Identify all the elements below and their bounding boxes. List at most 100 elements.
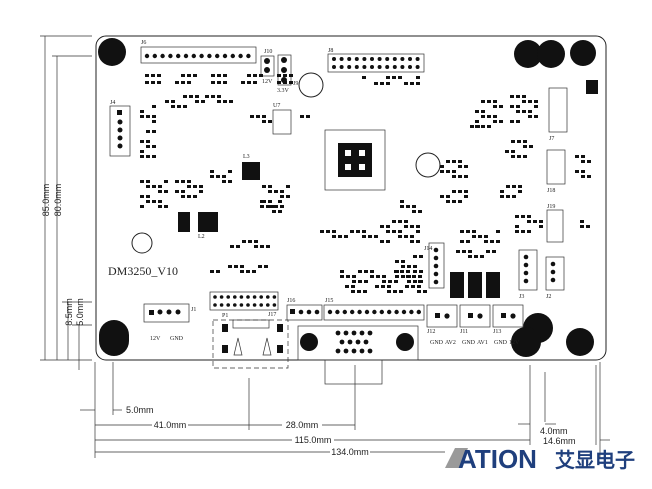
smd-pad — [152, 155, 156, 158]
smd-pad — [217, 81, 221, 84]
smd-pad — [398, 220, 402, 223]
smd-pad — [510, 120, 514, 123]
svg-text:L3: L3 — [243, 154, 250, 160]
smd-pad — [380, 82, 384, 85]
connector-j13: J13 GND 12V — [492, 304, 524, 346]
smd-pad — [528, 115, 532, 118]
svg-text:J6: J6 — [141, 40, 146, 46]
smd-pad — [254, 245, 258, 248]
connector-j11: J11 GND AV1 — [459, 304, 491, 346]
smd-pad — [280, 195, 284, 198]
smd-pad — [247, 81, 251, 84]
svg-text:134.0mm: 134.0mm — [331, 447, 369, 457]
pin — [370, 57, 374, 61]
smd-pad — [487, 125, 491, 128]
smd-pad — [262, 115, 266, 118]
smd-pad — [521, 215, 525, 218]
crystal — [415, 152, 441, 178]
vga-connector — [297, 325, 419, 385]
smd-pad — [223, 81, 227, 84]
svg-text:AV2: AV2 — [445, 340, 456, 346]
smd-pad — [490, 240, 494, 243]
smd-pad — [423, 290, 427, 293]
smd-pad — [228, 180, 232, 183]
smd-pad — [468, 255, 472, 258]
smd-pad — [216, 175, 220, 178]
smd-pad — [386, 82, 390, 85]
connector-j2: J2 — [545, 256, 565, 300]
pin — [207, 53, 212, 59]
smd-pad — [362, 235, 366, 238]
pin — [385, 57, 390, 61]
smd-pad — [181, 195, 185, 198]
smd-pad — [475, 110, 479, 113]
pin — [372, 309, 377, 315]
smd-pad — [146, 180, 150, 183]
pin — [401, 309, 407, 315]
svg-text:80.0mm: 80.0mm — [53, 184, 63, 217]
pin — [347, 57, 352, 61]
smd-pad — [575, 170, 579, 173]
smd-pad — [511, 155, 515, 158]
smd-pad — [286, 195, 290, 198]
smd-pad — [146, 145, 150, 148]
pin — [363, 339, 369, 345]
smd-pad — [140, 115, 144, 118]
smd-pad — [399, 290, 403, 293]
inductor-l2: L2 — [178, 212, 218, 240]
smd-pad — [286, 185, 290, 188]
smd-pad — [266, 205, 270, 208]
smd-pad — [278, 200, 282, 203]
smd-pad — [580, 220, 584, 223]
smd-pad — [211, 81, 215, 84]
pin — [370, 65, 374, 69]
smd-pad — [189, 95, 193, 98]
smd-pad — [256, 115, 260, 118]
smd-pad — [418, 275, 422, 278]
smd-pad — [253, 81, 257, 84]
smd-pad — [362, 230, 366, 233]
smd-pad — [340, 270, 344, 273]
smd-pad — [351, 285, 355, 288]
smd-pad — [146, 140, 150, 143]
connector-j10: J10 12V — [260, 49, 275, 85]
smd-pad — [283, 81, 287, 84]
svg-text:J19: J19 — [547, 204, 555, 210]
smd-pad — [398, 230, 402, 233]
smd-pad — [183, 95, 187, 98]
smd-pad — [146, 200, 150, 203]
pin — [343, 330, 349, 336]
smd-pad — [401, 275, 405, 278]
board-model: DM3250_V10 — [108, 264, 178, 278]
smd-pad — [527, 220, 531, 223]
smd-pad — [416, 230, 420, 233]
connector-j14: J14 — [424, 242, 445, 289]
smd-pad — [246, 270, 250, 273]
smd-pad — [380, 240, 384, 243]
smd-pad — [452, 160, 456, 163]
smd-pad — [376, 275, 380, 278]
smd-pad — [266, 245, 270, 248]
smd-pad — [466, 230, 470, 233]
pin — [350, 309, 355, 315]
smd-pad — [289, 74, 293, 77]
smd-pad — [581, 170, 585, 173]
smd-pad — [515, 230, 519, 233]
pin — [400, 57, 405, 61]
smd-pad — [505, 150, 509, 153]
svg-text:28.0mm: 28.0mm — [286, 420, 319, 430]
buttons-row — [450, 272, 500, 298]
smd-pad — [440, 165, 444, 168]
pin — [233, 303, 237, 307]
smd-pad — [472, 230, 476, 233]
svg-text:4.0mm: 4.0mm — [540, 426, 568, 436]
smd-pad — [187, 180, 191, 183]
smd-pad — [440, 195, 444, 198]
smd-pad — [380, 225, 384, 228]
smd-pad — [386, 230, 390, 233]
inductor-l3: L3 — [242, 154, 260, 180]
smd-pad — [146, 130, 150, 133]
pin — [213, 295, 217, 299]
smd-pad — [388, 280, 392, 283]
pin — [377, 65, 382, 69]
